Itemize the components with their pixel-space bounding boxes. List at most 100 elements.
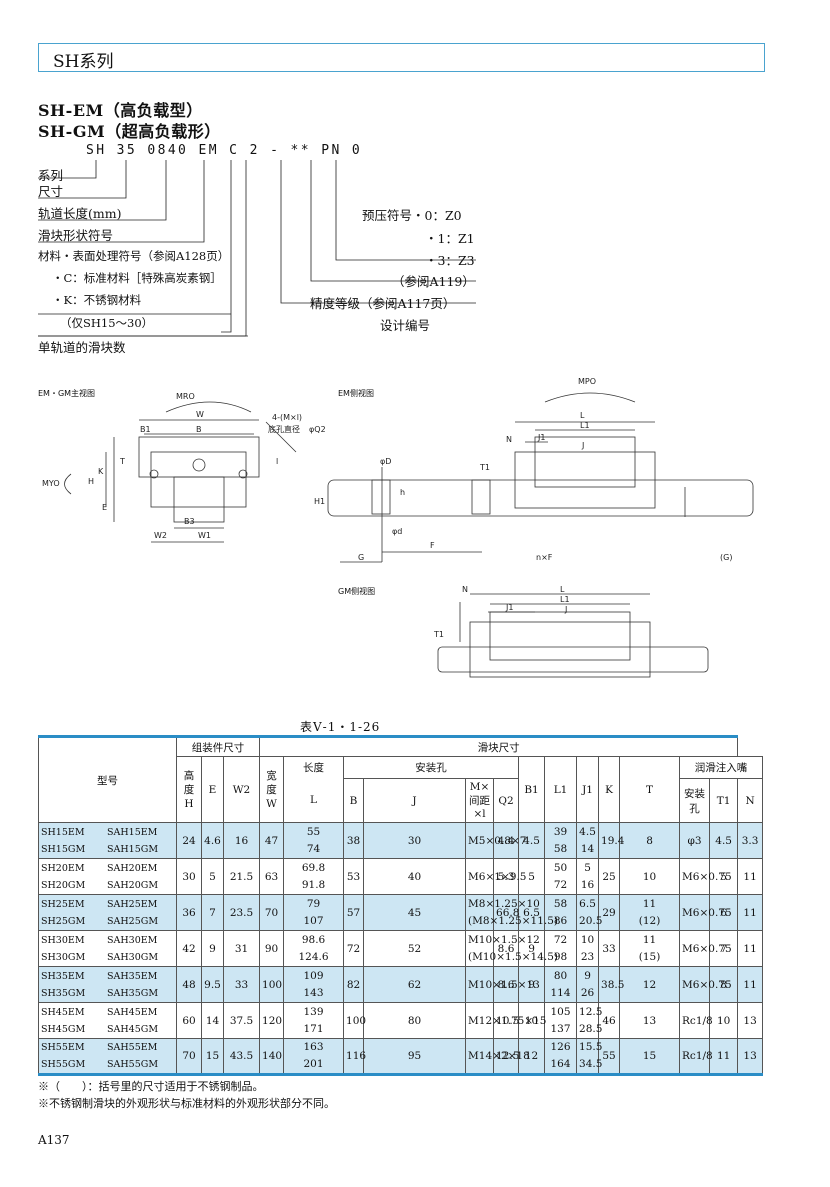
col-mxl: M×间距×l bbox=[465, 778, 495, 823]
cell-w2: 16 bbox=[222, 822, 261, 859]
label-block-shape: 滑块形状符号 bbox=[38, 228, 114, 243]
label-material-k-note: （仅SH15～30） bbox=[60, 316, 154, 330]
gm-dim-t1: T1 bbox=[433, 630, 444, 639]
cell-h: 60 bbox=[176, 1002, 202, 1039]
cell-w: 70 bbox=[259, 894, 285, 931]
cell-t: 11(15) bbox=[619, 930, 681, 967]
cell-t1: 11 bbox=[709, 1038, 739, 1076]
front-view-diagram: MRO MYO W B B1 T K H E B3 W2 W1 4-(M×l) … bbox=[42, 392, 326, 543]
cell-n: 13 bbox=[737, 1002, 763, 1039]
col-t1: T1 bbox=[709, 778, 739, 823]
cell-grease-hole: M6×0.75 bbox=[679, 858, 732, 895]
cell-t: 11(12) bbox=[619, 894, 681, 931]
col-l1: L1 bbox=[544, 756, 578, 823]
dim-l-small: l bbox=[276, 457, 278, 466]
label-series: 系列 bbox=[38, 168, 64, 183]
dim-mpo: MPO bbox=[578, 377, 596, 386]
model-title-em: SH-EM（高负载型） bbox=[38, 101, 203, 120]
dim-j1: J1 bbox=[537, 433, 545, 442]
cell-mxl: M10×1.5×12(M10×1.5×14.5) bbox=[465, 930, 558, 967]
cell-e: 9 bbox=[201, 930, 224, 967]
dim-w2: W2 bbox=[154, 531, 167, 540]
cell-t1: 6 bbox=[709, 894, 739, 931]
cell-n: 3.3 bbox=[737, 822, 763, 859]
group-grease: 润滑注入嘴 bbox=[679, 756, 763, 779]
cell-mxl: M14×2×18 bbox=[465, 1038, 530, 1076]
gm-dim-j1: J1 bbox=[505, 603, 513, 612]
dim-h1: H1 bbox=[314, 497, 325, 506]
col-j: J bbox=[363, 778, 467, 823]
col-w2: W2 bbox=[222, 756, 261, 823]
cell-h: 24 bbox=[176, 822, 202, 859]
cell-q2: 4.4 bbox=[493, 822, 520, 859]
table-caption: 表Ⅴ-1・1-26 bbox=[300, 720, 381, 734]
series-title: SH系列 bbox=[53, 52, 114, 72]
cell-grease-hole: M6×0.75 bbox=[679, 966, 732, 1003]
cell-b: 116 bbox=[343, 1038, 366, 1076]
cell-w: 63 bbox=[259, 858, 285, 895]
label-blocks-per-rail: 单轨道的滑块数 bbox=[38, 340, 126, 355]
cell-grease-hole: Rc1/8 bbox=[679, 1002, 713, 1039]
cell-n: 13 bbox=[737, 1038, 763, 1076]
group-block: 滑块尺寸 bbox=[259, 735, 739, 757]
em-side-view-caption: EM侧视图 bbox=[338, 389, 374, 398]
cell-w: 140 bbox=[259, 1038, 285, 1076]
cell-q2: 12.5 bbox=[493, 1038, 519, 1076]
cell-grease-hole: M6×0.75 bbox=[679, 894, 732, 931]
cell-b: 38 bbox=[343, 822, 365, 859]
dim-w1: W1 bbox=[198, 531, 211, 540]
label-accuracy: 精度等级（参阅A117页） bbox=[310, 296, 456, 311]
cell-grease-hole: φ3 bbox=[679, 822, 711, 859]
dim-myo: MYO bbox=[42, 479, 60, 488]
dim-l1: L1 bbox=[580, 421, 590, 430]
cell-w2: 37.5 bbox=[222, 1002, 261, 1039]
cell-w: 120 bbox=[259, 1002, 285, 1039]
dim-f: F bbox=[430, 541, 435, 550]
cell-e: 5 bbox=[201, 858, 224, 895]
dim-q2: φQ2 bbox=[309, 425, 326, 434]
dim-phi-d: φd bbox=[392, 527, 402, 536]
cell-mxl: M12×1.75×15 bbox=[465, 1002, 546, 1039]
col-l: L bbox=[283, 778, 345, 823]
col-e: E bbox=[201, 756, 224, 823]
cell-w2: 31 bbox=[222, 930, 261, 967]
cell-j: 40 bbox=[363, 858, 467, 895]
label-preload: 预压符号・0：Z0 bbox=[362, 208, 462, 223]
cell-b1: 5 bbox=[518, 858, 546, 895]
dim-e: E bbox=[102, 503, 107, 512]
dim-t: T bbox=[119, 457, 125, 466]
col-b: B bbox=[343, 778, 365, 823]
cell-b: 82 bbox=[343, 966, 365, 1003]
dim-k: K bbox=[98, 467, 104, 476]
cell-t: 15 bbox=[619, 1038, 681, 1076]
cell-t: 13 bbox=[619, 1002, 681, 1039]
cell-j: 52 bbox=[363, 930, 467, 967]
col-j1: J1 bbox=[576, 756, 600, 823]
label-preload-1: ・1：Z1 bbox=[425, 231, 475, 246]
cell-k: 55 bbox=[598, 1038, 621, 1076]
col-q2: Q2 bbox=[493, 778, 520, 823]
cell-mxl: M5×0.8×7 bbox=[465, 822, 526, 859]
cell-j: 45 bbox=[363, 894, 467, 931]
col-grease-hole: 安装孔 bbox=[679, 778, 711, 823]
series-header-box: SH系列 bbox=[38, 43, 765, 72]
